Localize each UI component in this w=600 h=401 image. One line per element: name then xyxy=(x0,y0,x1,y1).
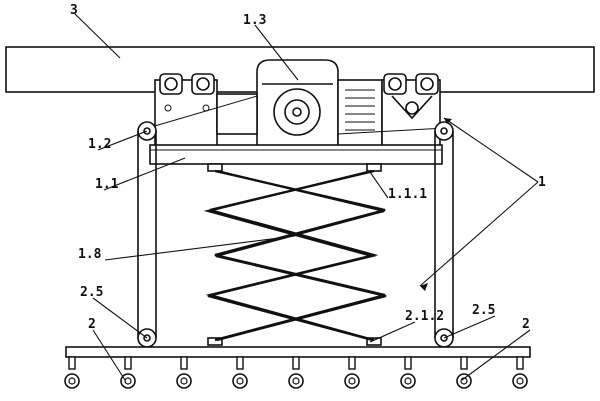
upper-right-pulley xyxy=(434,121,454,141)
label-left-lower-pulley: 2.5 xyxy=(80,285,103,300)
label-scissor-lift: 1.8 xyxy=(78,247,102,262)
hook xyxy=(344,356,360,389)
label-beam: 3 xyxy=(70,3,78,18)
hook xyxy=(120,356,136,389)
hook xyxy=(456,356,472,389)
scissor-bottom-left-bracket xyxy=(207,337,223,346)
label-right-lower-pulley: 2.5 xyxy=(472,303,495,318)
drive-cable-left xyxy=(147,95,258,129)
label-scissor-pin: 1.1.1 xyxy=(388,187,427,202)
scissor-top-right-bracket xyxy=(366,163,382,172)
hook xyxy=(512,356,528,389)
hook xyxy=(232,356,248,389)
hook xyxy=(64,356,80,389)
hook xyxy=(288,356,304,389)
drive-cable-right xyxy=(337,127,446,135)
motor-unit xyxy=(216,59,339,147)
label-bar-right: 2 xyxy=(522,317,530,332)
left-support-block xyxy=(154,73,218,147)
scissor-lift xyxy=(203,169,387,342)
gearbox-unit xyxy=(337,73,441,147)
label-bar-left: 2 xyxy=(88,317,96,332)
label-left-pulley: 1.2 xyxy=(88,137,111,152)
label-assembly: 1 xyxy=(538,175,546,190)
hook xyxy=(176,356,192,389)
leader-lines xyxy=(74,13,539,381)
hooks-group xyxy=(64,356,528,389)
label-motor-unit: 1.3 xyxy=(243,13,266,28)
scissor-bottom-right-bracket xyxy=(366,337,382,346)
hook xyxy=(400,356,416,389)
label-upper-frame: 1.1 xyxy=(95,177,119,192)
scissor-top-left-bracket xyxy=(207,163,223,172)
upper-frame xyxy=(149,144,443,165)
lower-hanger-bar xyxy=(65,346,531,358)
label-lower-pin: 2.1.2 xyxy=(405,309,444,324)
